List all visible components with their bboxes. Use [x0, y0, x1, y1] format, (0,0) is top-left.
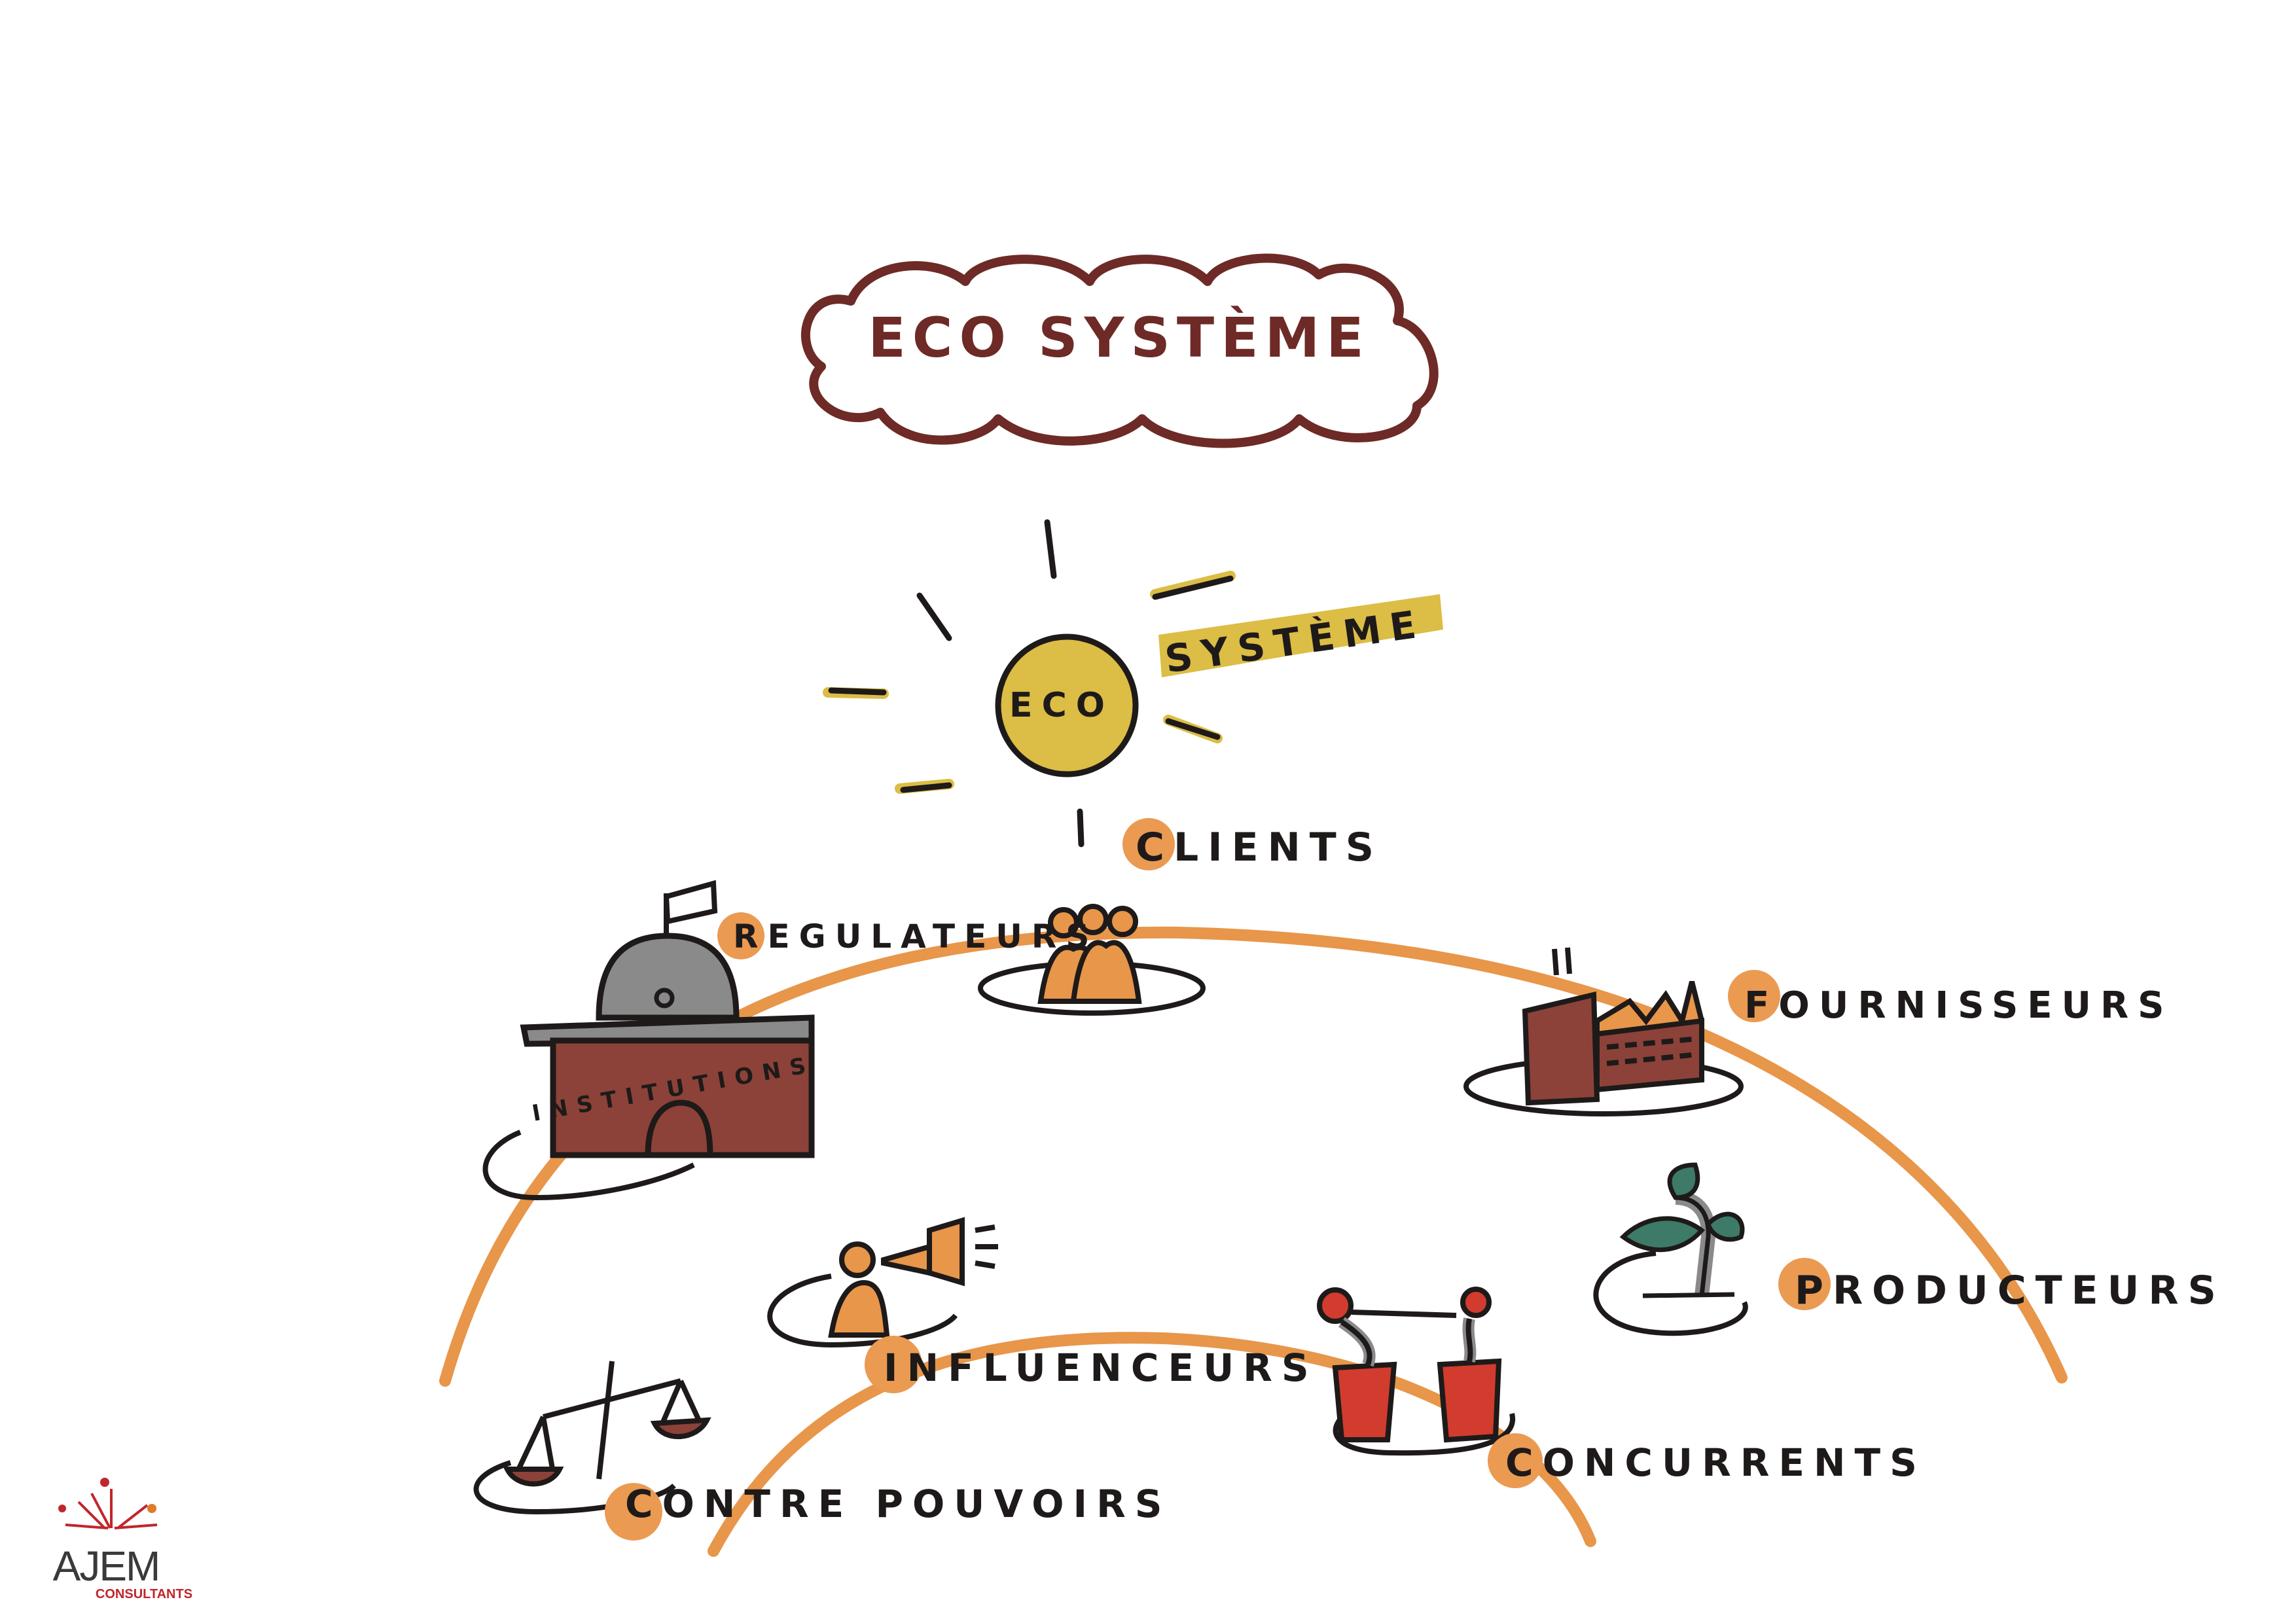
clients-label: CLIENTS [1136, 825, 1383, 870]
sun-core [995, 633, 1139, 777]
sun-banner-label: SYSTÈME [1162, 601, 1428, 682]
logo-name: AJEM [53, 1543, 160, 1590]
institution-building-icon [520, 880, 815, 1158]
producteurs-label: PRODUCTEURS [1795, 1268, 2225, 1313]
sun-group: ECO SYSTÈME [823, 519, 1443, 847]
producteurs-dot [1778, 1258, 1831, 1310]
balance-scale-icon [503, 1361, 711, 1487]
plant-icon [1619, 1162, 1745, 1298]
influenceurs-node: INFLUENCEURS [767, 1217, 1318, 1393]
concurrents-label: CONCURRENTS [1505, 1440, 1926, 1485]
regulateurs-dot [717, 912, 764, 959]
sun-rays [823, 519, 1236, 847]
clients-node: CLIENTS [978, 818, 1383, 1016]
producteurs-node: PRODUCTEURS [1593, 1162, 2225, 1336]
sun-banner [1158, 594, 1443, 677]
concurrents-dot [1488, 1433, 1543, 1488]
clients-dot [1122, 818, 1175, 870]
title-cloud: ECO SYSTÈME [801, 253, 1439, 448]
sun-core-label: ECO [1009, 686, 1114, 725]
logo-burst-icon [65, 1489, 158, 1529]
fournisseurs-label: FOURNISSEURS [1744, 984, 2173, 1027]
contre-pouvoirs-node: CONTRE POUVOIRS [473, 1361, 1172, 1541]
logo-tagline: CONSULTANTS [96, 1587, 192, 1601]
competitors-icon [1317, 1287, 1502, 1443]
factory-icon [1522, 947, 1704, 1106]
ajem-logo: AJEM CONSULTANTS [53, 1478, 192, 1601]
contre-pouvoirs-label: CONTRE POUVOIRS [625, 1482, 1172, 1526]
regulateurs-label: REGULATEURS [733, 918, 1098, 955]
fournisseurs-dot [1728, 970, 1780, 1022]
title-text: ECO SYSTÈME [868, 306, 1370, 370]
fournisseurs-node: FOURNISSEURS [1463, 947, 2173, 1116]
regulateurs-node: INSTITUTIONS REGULATEURS [482, 880, 1098, 1201]
people-icon [1037, 904, 1142, 1004]
contre-pouvoirs-dot [605, 1483, 662, 1541]
megaphone-person-icon [828, 1217, 998, 1338]
influenceurs-dot [865, 1336, 922, 1393]
concurrents-node: CONCURRENTS [1317, 1287, 1926, 1488]
influenceurs-label: INFLUENCEURS [884, 1346, 1318, 1390]
